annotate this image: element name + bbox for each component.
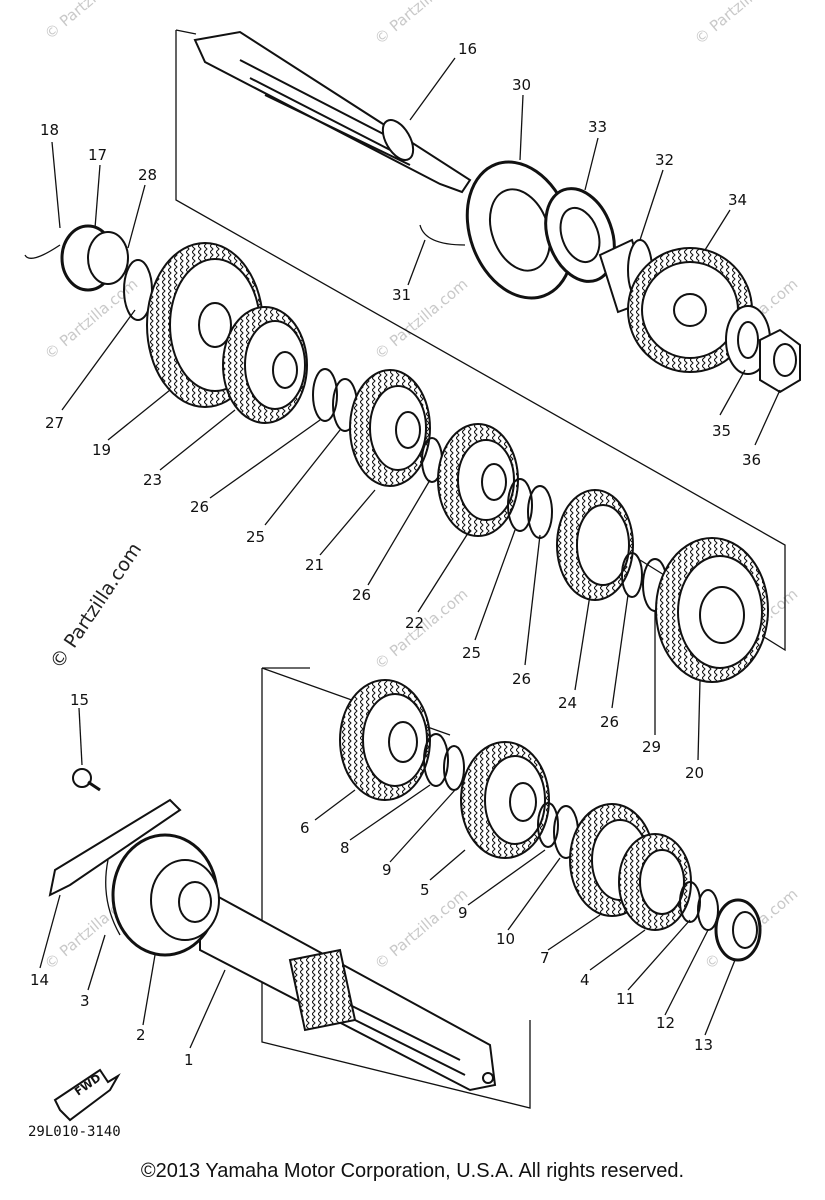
- callout-27: 27: [45, 414, 64, 432]
- callout-13: 13: [694, 1036, 713, 1054]
- callout-24: 24: [558, 694, 577, 712]
- nut-36: [759, 328, 801, 394]
- transmission-diagram: © Partzilla.com © Partzilla.com © Partzi…: [24, 0, 801, 1140]
- callout-17: 17: [88, 146, 107, 164]
- gear-20: [655, 537, 769, 683]
- main-shaft: [193, 30, 472, 194]
- callout-2: 2: [136, 1026, 146, 1044]
- leader-lines: [39, 57, 781, 1049]
- callout-12: 12: [656, 1014, 675, 1032]
- washer-25b: [507, 478, 533, 532]
- callout-22: 22: [405, 614, 424, 632]
- bearing-plate-14: [48, 798, 182, 897]
- callout-3: 3: [80, 992, 90, 1010]
- callout-21: 21: [305, 556, 324, 574]
- callout-26b: 26: [352, 586, 371, 604]
- callout-8: 8: [340, 839, 350, 857]
- callout-20: 20: [685, 764, 704, 782]
- circlip-18: [24, 244, 61, 259]
- watermark-tile: © Partzilla.com: [41, 0, 141, 43]
- circlip-26d: [621, 552, 643, 598]
- callout-9b: 9: [458, 904, 468, 922]
- circlip-9: [443, 745, 465, 791]
- callout-32: 32: [655, 151, 674, 169]
- watermark-main: © Partzilla.com: [46, 539, 146, 673]
- callout-10: 10: [496, 930, 515, 948]
- callout-31: 31: [392, 286, 411, 304]
- callout-5: 5: [420, 881, 430, 899]
- washer-8: [423, 733, 449, 787]
- callout-16: 16: [458, 40, 477, 58]
- callout-6: 6: [300, 819, 310, 837]
- bearing-30: [465, 160, 575, 300]
- callout-30: 30: [512, 76, 531, 94]
- bearing-17: [60, 224, 129, 292]
- circlip-26: [312, 368, 338, 422]
- circlip-31: [419, 224, 466, 246]
- callout-18: 18: [40, 121, 59, 139]
- circlip-9b: [537, 802, 559, 848]
- diagram-code: 29L010-3140: [28, 1124, 121, 1140]
- forward-arrow: FWD: [53, 1068, 121, 1122]
- bearing-13: [714, 898, 762, 962]
- callout-19: 19: [92, 441, 111, 459]
- gear-21: [349, 369, 431, 487]
- callout-labels: 16 30 33 32 34 31 17 18 28 27 19 23 26 2…: [30, 40, 761, 1069]
- callout-23: 23: [143, 471, 162, 489]
- callout-29: 29: [642, 738, 661, 756]
- callout-15: 15: [70, 691, 89, 709]
- gear-23: [222, 306, 308, 424]
- callout-25b: 25: [462, 644, 481, 662]
- callout-26d: 26: [600, 713, 619, 731]
- callout-1: 1: [184, 1051, 194, 1069]
- oil-seal-33: [544, 187, 616, 283]
- watermark-tile: © Partzilla.com: [371, 0, 471, 48]
- watermark-tile: © Partzilla.com: [691, 0, 791, 48]
- copyright-notice: ©2013 Yamaha Motor Corporation, U.S.A. A…: [140, 1160, 685, 1182]
- gear-5: [460, 741, 550, 859]
- callout-26c: 26: [512, 670, 531, 688]
- callout-9: 9: [382, 861, 392, 879]
- bearing-2: [111, 833, 220, 957]
- washer-11: [679, 881, 701, 923]
- gear-22: [437, 423, 519, 537]
- callout-25: 25: [246, 528, 265, 546]
- screw-15: [72, 768, 101, 792]
- callout-11: 11: [616, 990, 635, 1008]
- gear-24: [556, 489, 634, 601]
- callout-14: 14: [30, 971, 49, 989]
- callout-36: 36: [742, 451, 761, 469]
- callout-26: 26: [190, 498, 209, 516]
- callout-33: 33: [588, 118, 607, 136]
- gear-6: [339, 679, 431, 801]
- callout-34: 34: [728, 191, 747, 209]
- drive-sprocket-34: [627, 247, 753, 373]
- circlip-3: [105, 859, 121, 936]
- axle-1: [199, 893, 497, 1092]
- callout-4: 4: [580, 971, 590, 989]
- callout-7: 7: [540, 949, 550, 967]
- callout-35: 35: [712, 422, 731, 440]
- callout-28: 28: [138, 166, 157, 184]
- gear-4: [618, 833, 692, 931]
